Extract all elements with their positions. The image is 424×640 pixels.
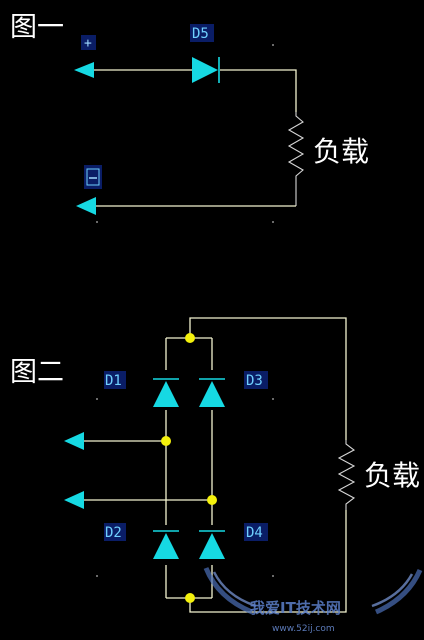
fig2-bottom-load-wire [189, 510, 347, 613]
d1-label-box [104, 371, 126, 389]
diode-d1 [152, 370, 182, 410]
watermark-left-wing-icon [203, 567, 253, 615]
minus-label-box [84, 165, 102, 189]
diode-d4 [198, 525, 228, 565]
d5-label: D5 [192, 26, 209, 42]
fig1-load-resistor-icon [287, 112, 305, 206]
input-2-arrow-icon [64, 491, 84, 509]
plus-sign: + [84, 36, 92, 51]
junction-input-2 [207, 495, 217, 505]
junction-input-1 [161, 436, 171, 446]
d4-label: D4 [246, 525, 263, 541]
plus-label-box [81, 35, 96, 50]
fig2-load-label: 负载 [364, 459, 420, 492]
diode-d5 [192, 57, 220, 83]
watermark-url: www.52ij.com [272, 624, 335, 634]
input-1-arrow-icon [64, 432, 84, 450]
d1-label: D1 [105, 373, 122, 389]
fig2-load-resistor-icon [337, 440, 356, 510]
d4-label-box [244, 523, 268, 541]
fig1-load-label: 负载 [313, 135, 369, 168]
diode-d1-triangle-icon [153, 381, 179, 407]
figure-2: 图二 [10, 317, 420, 613]
d3-label: D3 [246, 373, 263, 389]
site-watermark: 我爱IT技术网 www.52ij.com [203, 567, 423, 634]
d3-label-box [244, 371, 268, 389]
plus-terminal-arrow-icon [74, 62, 94, 78]
d5-label-box [190, 24, 214, 42]
diode-d2-triangle-icon [153, 533, 179, 559]
watermark-right-wing-icon [374, 568, 423, 615]
watermark-text: 我爱IT技术网 [250, 599, 341, 617]
diode-d2 [152, 525, 182, 565]
diode-d3 [198, 370, 228, 410]
figure-1: 图一 + D5 负载 − [10, 12, 369, 215]
diode-d5-triangle-icon [192, 57, 218, 83]
minus-terminal-arrow-icon [76, 197, 96, 215]
diode-d4-triangle-icon [199, 533, 225, 559]
fig2-top-load-wire [189, 317, 347, 440]
junction-bottom [185, 593, 195, 603]
d2-label-box [104, 523, 126, 541]
diode-d3-triangle-icon [199, 381, 225, 407]
d2-label: D2 [105, 525, 122, 541]
figure-2-title: 图二 [10, 357, 64, 388]
junction-top [185, 333, 195, 343]
grid-dots [96, 44, 274, 577]
figure-1-title: 图一 [10, 12, 64, 43]
fig1-top-wire-right [220, 69, 297, 112]
